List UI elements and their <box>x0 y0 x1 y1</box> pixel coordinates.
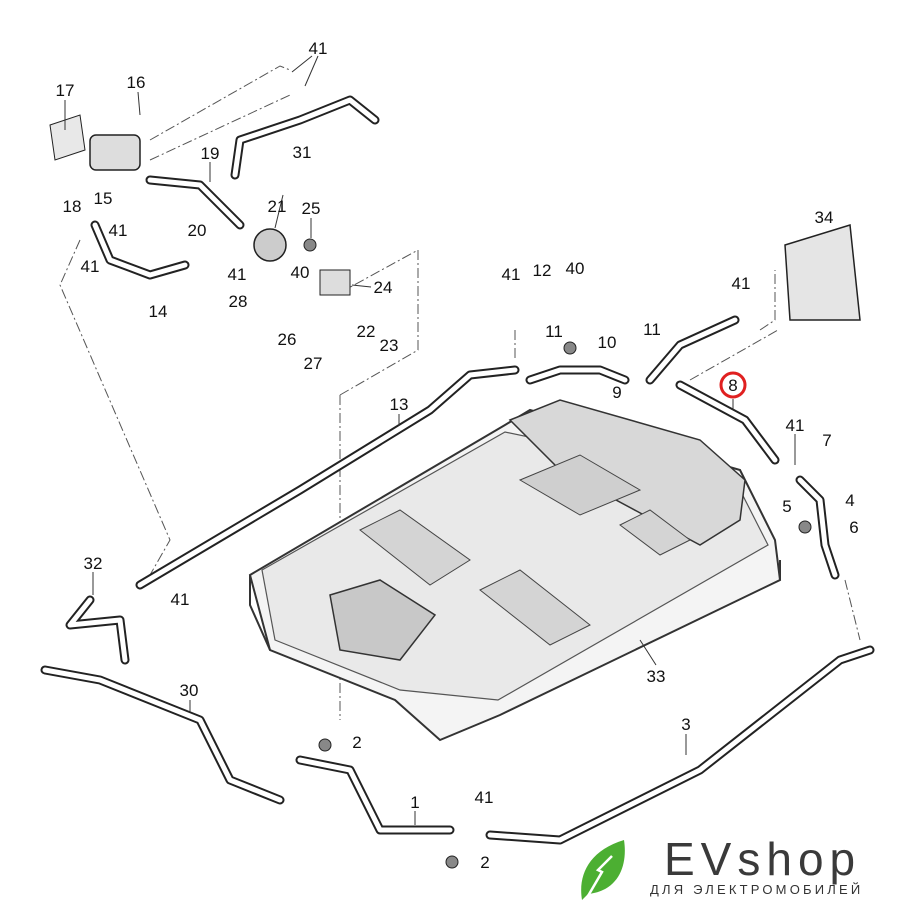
callout-41: 41 <box>228 265 247 284</box>
hose-19 <box>145 175 245 230</box>
callout-15: 15 <box>94 189 113 208</box>
callout-12: 12 <box>533 261 552 280</box>
hose-14 <box>90 220 190 280</box>
leaf-bolt-icon <box>581 840 625 900</box>
callout-22: 22 <box>357 322 376 341</box>
callout-28: 28 <box>229 292 248 311</box>
callout-27: 27 <box>304 354 323 373</box>
callout-10: 10 <box>598 333 617 352</box>
bracket-17 <box>49 114 86 161</box>
callout-25: 25 <box>302 199 321 218</box>
evshop-logo: EVshop ДЛЯ ЭЛЕКТРОМОБИЛЕЙ <box>578 833 908 902</box>
hose-4 <box>795 475 840 580</box>
callout-14: 14 <box>149 302 168 321</box>
callout-41: 41 <box>171 590 190 609</box>
callout-41: 41 <box>732 274 751 293</box>
callout-41: 41 <box>109 221 128 240</box>
logo-title: EVshop <box>664 833 862 885</box>
callout-16: 16 <box>127 73 146 92</box>
callout-2: 2 <box>352 733 361 752</box>
logo-subtitle: ДЛЯ ЭЛЕКТРОМОБИЛЕЙ <box>650 882 864 897</box>
callout-6: 6 <box>849 518 858 537</box>
callout-4: 4 <box>845 491 854 510</box>
hose-8b <box>675 380 780 465</box>
battery-pack <box>248 399 782 742</box>
hose-31 <box>230 95 380 180</box>
highlight-ring <box>719 371 747 399</box>
hose-1 <box>295 755 455 835</box>
callout-31: 31 <box>293 143 312 162</box>
callout-41: 41 <box>475 788 494 807</box>
callout-9: 9 <box>612 383 621 402</box>
callout-23: 23 <box>380 336 399 355</box>
pump-15 <box>89 134 141 171</box>
callout-40: 40 <box>566 259 585 278</box>
callout-8: 8 <box>728 376 737 395</box>
pump-21 <box>253 228 287 262</box>
callout-26: 26 <box>278 330 297 349</box>
hose-8 <box>645 315 740 385</box>
callout-21: 21 <box>268 197 287 216</box>
callout-41: 41 <box>81 257 100 276</box>
hose-9 <box>525 365 630 385</box>
callout-33: 33 <box>647 667 666 686</box>
callout-34: 34 <box>815 208 834 227</box>
hose-30 <box>40 665 285 805</box>
callout-7: 7 <box>822 431 831 450</box>
leader-lines <box>64 55 796 825</box>
callout-11: 11 <box>545 322 563 341</box>
hose-32 <box>65 595 130 665</box>
callout-24: 24 <box>374 278 393 297</box>
callout-13: 13 <box>390 395 409 414</box>
components <box>49 114 861 869</box>
callout-19: 19 <box>201 144 220 163</box>
callout-11: 11 <box>643 320 661 339</box>
heat-exchanger-34 <box>784 224 861 321</box>
callout-40: 40 <box>291 263 310 282</box>
callout-2: 2 <box>480 853 489 872</box>
callout-3: 3 <box>681 715 690 734</box>
callout-32: 32 <box>84 554 103 573</box>
callout-18: 18 <box>63 197 82 216</box>
callout-5: 5 <box>782 497 791 516</box>
callout-41: 41 <box>786 416 805 435</box>
callout-1: 1 <box>410 793 419 812</box>
callout-20: 20 <box>188 221 207 240</box>
valve-24 <box>319 269 351 296</box>
hoses <box>40 95 875 845</box>
callout-41: 41 <box>309 39 328 58</box>
callout-41: 41 <box>502 265 521 284</box>
callout-30: 30 <box>180 681 199 700</box>
callout-17: 17 <box>56 81 75 100</box>
hose-3 <box>485 645 875 845</box>
hose-13 <box>135 365 520 590</box>
